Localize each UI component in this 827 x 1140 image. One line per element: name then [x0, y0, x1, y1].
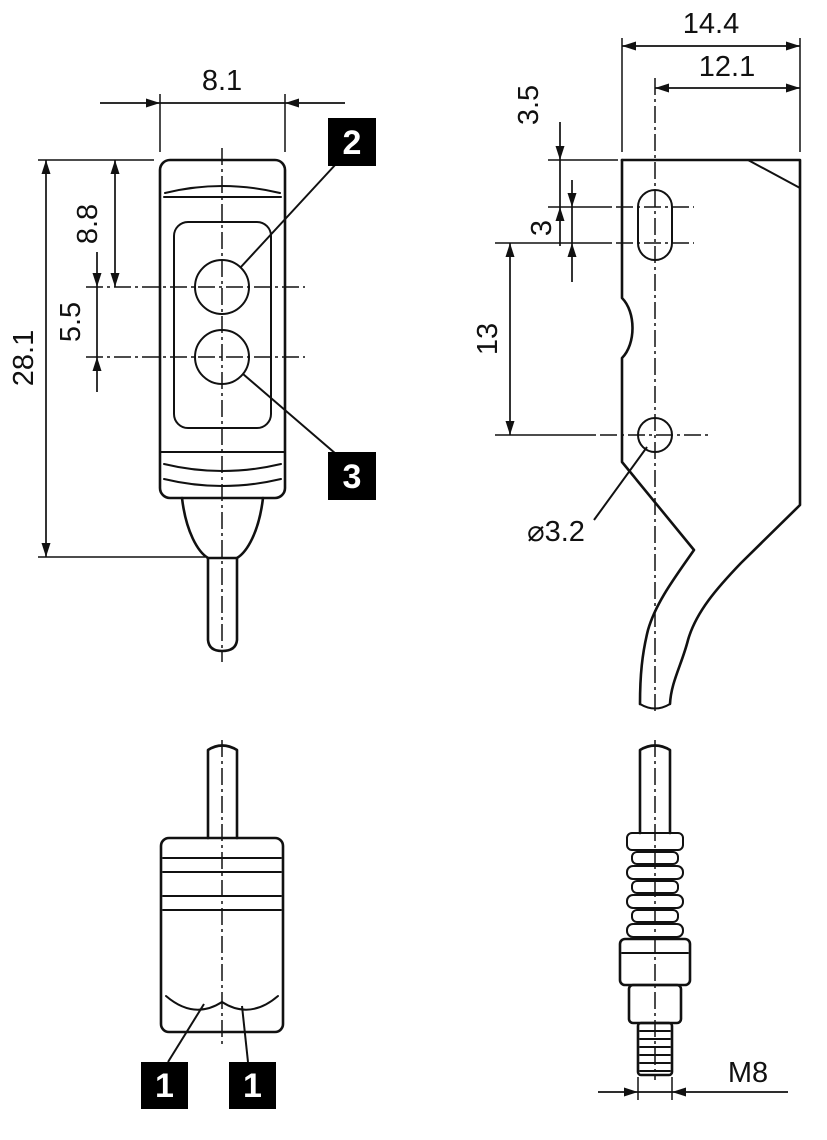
callout-leader [239, 163, 337, 269]
arrowhead [41, 160, 51, 174]
front-bottom-arc-2 [163, 478, 282, 487]
front-cable-gland [180, 496, 265, 560]
strain-relief-flange [626, 832, 684, 851]
callout-label: 3 [343, 458, 362, 496]
strain-relief-rib [626, 865, 684, 880]
connector-thread-stub [636, 1021, 674, 1077]
dim-label-depth: 14.4 [683, 8, 739, 40]
front-top-window-arc [164, 185, 281, 194]
mounting-slot [637, 189, 673, 261]
dim-front-height: 28.1 [8, 159, 205, 558]
bottom-lens-arc-left [165, 995, 223, 1011]
front-view: 8.1 28.1 8.8 5.5 2 [8, 65, 376, 662]
dim-label-slot-length: 3 [526, 220, 558, 236]
dim-thread-size: M8 [598, 1057, 788, 1100]
callout-optical-axis-right: 1 [229, 1005, 276, 1109]
arrowhead [285, 98, 299, 108]
bottom-view: 1 1 [141, 740, 285, 1109]
strain-relief-rib [631, 880, 679, 894]
arrowhead [92, 357, 102, 371]
side-top-chamfer [747, 159, 801, 189]
strain-relief-rib [626, 894, 684, 909]
dim-label-lens-spacing: 5.5 [55, 302, 87, 342]
mounting-hole [637, 417, 673, 453]
callout-optical-axis-left: 1 [141, 1003, 205, 1109]
callout-badge [141, 1062, 188, 1109]
bottom-lens-arc-right [221, 995, 279, 1011]
side-cable-cut [639, 703, 671, 710]
strain-relief-rib [626, 923, 684, 938]
callout-label: 1 [243, 1067, 262, 1105]
dim-front-lens-offset: 8.8 [72, 160, 120, 287]
dim-side-slot-to-hole: 13 [472, 243, 596, 436]
dim-front-lens-spacing: 5.5 [55, 252, 102, 392]
dim-label-height: 28.1 [8, 330, 40, 386]
dim-label-hole-axis: 12.1 [699, 51, 755, 83]
strain-relief-rib [631, 909, 679, 923]
callout-receiver: 3 [242, 373, 376, 500]
arrowhead [567, 193, 577, 207]
callout-leader [167, 1003, 205, 1063]
side-housing-right-outline [620, 158, 802, 706]
connector-view: M8 [598, 740, 788, 1100]
callout-badge [229, 1062, 276, 1109]
dim-label-thread-size: M8 [728, 1057, 768, 1089]
dim-side-depth: 14.4 [621, 8, 801, 152]
arrowhead [92, 273, 102, 287]
bottom-cable [206, 744, 239, 840]
arrowhead [146, 98, 160, 108]
dim-front-width: 8.1 [100, 65, 345, 152]
callout-badge [328, 118, 376, 166]
dim-side-slot-offset: 3.5 [513, 85, 618, 246]
dim-label-width: 8.1 [202, 65, 242, 97]
dim-label-slot-to-hole: 13 [472, 323, 504, 355]
dim-label-slot-offset: 3.5 [513, 85, 545, 125]
dim-label-hole-diameter: ⌀3.2 [527, 516, 585, 548]
arrowhead [567, 243, 577, 257]
dim-side-hole-axis: 12.1 [655, 51, 800, 93]
callout-leader [242, 373, 337, 455]
callout-label: 1 [155, 1067, 174, 1105]
arrowhead [786, 83, 800, 93]
callout-sender: 2 [239, 118, 376, 269]
front-housing-outline [158, 158, 287, 500]
side-view: 14.4 12.1 3.5 3 [472, 8, 802, 712]
arrowhead [110, 273, 120, 287]
strain-relief-rib [631, 851, 679, 865]
bottom-housing-outline [159, 836, 285, 1034]
front-bottom-arc-1 [163, 463, 282, 472]
callout-leader [593, 446, 648, 521]
arrowhead [624, 1087, 638, 1097]
dim-label-lens-offset: 8.8 [72, 204, 104, 244]
callout-label: 2 [343, 124, 362, 162]
lens-sender [194, 259, 250, 315]
connector-cable [638, 744, 672, 835]
side-housing-left-outline [620, 158, 696, 706]
arrowhead [655, 83, 669, 93]
arrowhead [555, 146, 565, 160]
dim-side-slot-length: 3 [495, 180, 612, 282]
arrowhead [622, 41, 636, 51]
front-optical-faceplate [173, 221, 272, 429]
front-cable [206, 556, 239, 653]
arrowhead [786, 41, 800, 51]
callout-leader [241, 1005, 249, 1063]
arrowhead [672, 1087, 686, 1097]
arrowhead [555, 207, 565, 221]
dim-hole-diameter: ⌀3.2 [527, 446, 648, 548]
arrowhead [41, 543, 51, 557]
lens-receiver [194, 329, 250, 385]
arrowhead [505, 421, 515, 435]
callout-badge [328, 452, 376, 500]
arrowhead [505, 243, 515, 257]
arrowhead [110, 160, 120, 174]
